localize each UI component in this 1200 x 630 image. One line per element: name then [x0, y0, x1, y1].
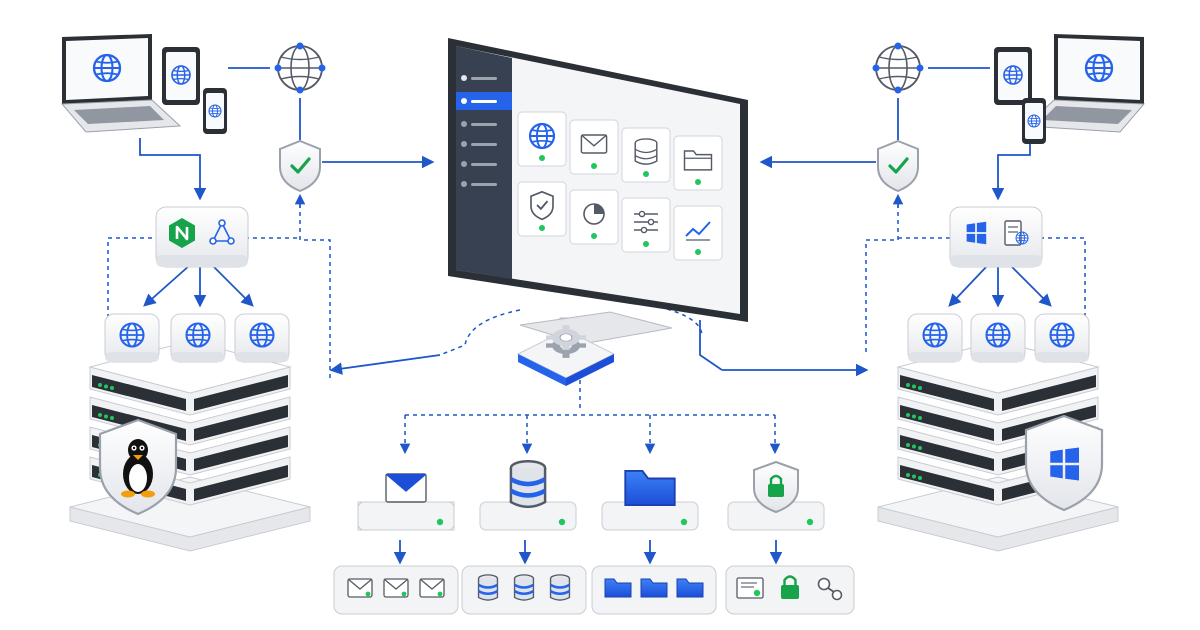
dashboard-tile-folder[interactable] — [673, 135, 723, 191]
database-items-tray — [461, 565, 587, 615]
folder-items-tray — [591, 565, 717, 615]
right-site-tiles — [907, 313, 1090, 363]
mail-icon — [347, 578, 373, 598]
dashboard-tile-line-chart[interactable] — [673, 205, 723, 261]
controller-left-dashed — [439, 309, 521, 356]
right-proxy-to-site1-link — [948, 264, 989, 307]
database-icon — [634, 138, 658, 165]
dashboard-tile-sliders[interactable] — [621, 197, 671, 253]
database-icon — [549, 573, 571, 602]
network-graph-icon — [209, 219, 235, 245]
right-proxy-node — [949, 206, 1043, 268]
padlock-icon — [781, 575, 799, 599]
gear-icon[interactable] — [516, 325, 616, 386]
right-proxy-dashed-right — [1040, 237, 1086, 320]
service-files[interactable] — [601, 469, 699, 531]
phone-icon — [203, 88, 227, 134]
connectors — [139, 67, 1052, 565]
right-firewall-dashed-link — [865, 196, 899, 355]
right-gateway-globe-icon — [871, 41, 925, 95]
laptop-icon — [1024, 34, 1146, 133]
dashboard-sidebar-items — [456, 75, 512, 187]
dashboard-tile-globe[interactable] — [517, 111, 567, 167]
laptop-icon — [60, 34, 182, 133]
service-security[interactable] — [727, 460, 825, 531]
left-client-devices — [60, 34, 227, 134]
site-tile-globe-icon — [907, 313, 963, 363]
iis-server-icon — [1004, 220, 1029, 246]
dashboard-tiles — [517, 111, 723, 261]
dashboard-tile-shield[interactable] — [517, 181, 567, 237]
left-proxy-to-site3-link — [211, 264, 254, 307]
lock-shield-icon — [753, 460, 799, 514]
right-devices-to-proxy-link — [991, 138, 1031, 201]
database-icon — [477, 573, 499, 602]
dashboard-monitor — [448, 38, 748, 345]
site-tile-globe-icon — [234, 313, 290, 363]
right-client-devices — [994, 34, 1146, 144]
site-tile-globe-icon — [170, 313, 226, 363]
service-database[interactable] — [479, 461, 577, 531]
dashed-connectors — [107, 193, 1086, 455]
left-firewall-shield-icon — [278, 139, 322, 193]
site-tile-globe-icon — [970, 313, 1026, 363]
nginx-icon — [169, 218, 195, 248]
left-proxy-to-site1-link — [143, 264, 191, 307]
tablet-icon — [994, 47, 1032, 105]
dashboard-right-drop — [699, 320, 723, 371]
dashboard-to-left-server-link — [329, 354, 441, 375]
database-icon — [513, 573, 535, 602]
dashboard-tile-pie-chart[interactable] — [569, 189, 619, 245]
dashboard-tile-mail[interactable] — [569, 119, 619, 175]
left-proxy-node — [155, 206, 249, 268]
certificate-icon — [736, 577, 764, 599]
mail-icon — [419, 578, 445, 598]
mail-icon — [385, 473, 427, 503]
site-tile-globe-icon — [1034, 313, 1090, 363]
security-items-tray — [725, 565, 855, 615]
left-firewall-dashed-link — [299, 196, 331, 380]
folder-icon — [624, 469, 676, 507]
right-proxy-to-site3-link — [1009, 264, 1052, 307]
left-site-tiles — [104, 313, 290, 363]
phone-icon — [1022, 98, 1046, 144]
mail-icon — [383, 578, 409, 598]
mail-items-tray — [333, 565, 459, 615]
left-devices-to-proxy-link — [139, 138, 207, 201]
left-proxy-dashed-left — [107, 237, 160, 320]
site-tile-globe-icon — [104, 313, 160, 363]
tablet-icon — [162, 47, 200, 105]
mail-icon — [580, 134, 608, 154]
linux-tux-icon — [98, 418, 178, 516]
right-firewall-shield-icon — [876, 139, 920, 193]
key-icon — [817, 577, 843, 601]
dashboard-tile-database[interactable] — [621, 127, 671, 183]
left-gateway-globe-icon — [273, 41, 327, 95]
database-icon — [511, 461, 545, 507]
windows-icon — [1024, 414, 1104, 512]
service-mail[interactable] — [357, 473, 455, 531]
